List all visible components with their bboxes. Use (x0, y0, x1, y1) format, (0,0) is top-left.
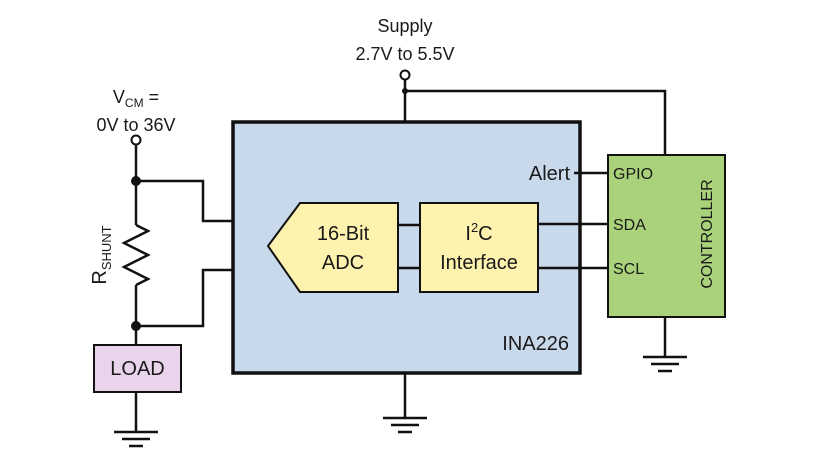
controller-pin-sda: SDA (613, 217, 646, 234)
load-ground-icon (114, 430, 158, 448)
supply-terminal (399, 69, 411, 81)
vcm-terminal (130, 134, 142, 146)
supply-voltage-range: 2.7V to 5.5V (355, 44, 454, 64)
shunt-resistor-symbol (121, 223, 151, 287)
adc-label-line2: ADC (322, 252, 364, 274)
controller-pin-scl: SCL (613, 261, 644, 278)
load-box (93, 344, 182, 393)
vcm-label: VCM = (113, 87, 159, 110)
adc-block (266, 202, 399, 293)
load-label: LOAD (110, 358, 164, 380)
i2c-label-line2: Interface (440, 252, 518, 274)
adc-label-line1: 16-Bit (317, 223, 370, 245)
controller-pin-gpio: GPIO (613, 166, 653, 183)
supply-to-controller-wire (405, 89, 667, 155)
chip-ground-icon (383, 416, 427, 434)
i2c-label-line1: I2C (465, 220, 492, 245)
i2c-interface-block (419, 202, 539, 293)
alert-label: Alert (529, 163, 571, 185)
controller-title: CONTROLLER (699, 179, 716, 288)
controller-ground-icon (643, 355, 687, 373)
vcm-range: 0V to 36V (96, 115, 175, 135)
controller-block (607, 154, 726, 318)
rshunt-label: RSHUNT (89, 225, 114, 284)
chip-name-label: INA226 (502, 333, 569, 355)
supply-label: Supply (377, 16, 432, 36)
